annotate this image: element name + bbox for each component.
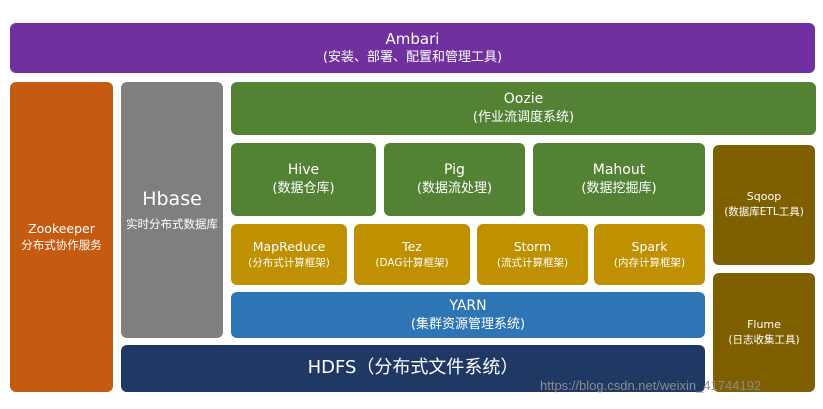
mapreduce-subtitle: (分布式计算框架) — [248, 256, 330, 269]
storm-block: Storm (流式计算框架) — [477, 224, 588, 285]
storm-title: Storm — [513, 238, 552, 254]
mapreduce-block: MapReduce (分布式计算框架) — [231, 224, 347, 285]
hbase-title: Hbase — [142, 188, 202, 211]
hdfs-block: HDFS（分布式文件系统） — [121, 345, 705, 392]
spark-block: Spark (内存计算框架) — [594, 224, 705, 285]
pig-title: Pig — [444, 162, 465, 179]
hive-block: Hive (数据仓库) — [231, 143, 376, 216]
tez-subtitle: (DAG计算框架) — [375, 256, 449, 269]
yarn-title: YARN — [449, 297, 487, 314]
tez-block: Tez (DAG计算框架) — [354, 224, 470, 285]
sqoop-title: Sqoop — [746, 190, 782, 204]
zookeeper-title: Zookeeper — [28, 220, 95, 236]
flume-subtitle: (日志收集工具) — [728, 333, 800, 346]
mapreduce-title: MapReduce — [252, 238, 326, 254]
storm-subtitle: (流式计算框架) — [496, 256, 569, 269]
mahout-subtitle: (数据挖掘库) — [581, 181, 657, 197]
hbase-block: Hbase 实时分布式数据库 — [121, 82, 223, 338]
tez-title: Tez — [402, 238, 422, 254]
ambari-title: Ambari — [385, 30, 440, 49]
oozie-subtitle: (作业流调度系统) — [472, 110, 575, 126]
sqoop-subtitle: (数据库ETL工具) — [724, 206, 804, 219]
spark-title: Spark — [631, 238, 668, 254]
yarn-subtitle: (集群资源管理系统) — [410, 316, 526, 332]
zookeeper-block: Zookeeper 分布式协作服务 — [10, 82, 113, 392]
oozie-title: Oozie — [503, 91, 544, 108]
pig-block: Pig (数据流处理) — [384, 143, 525, 216]
hbase-subtitle: 实时分布式数据库 — [126, 217, 218, 232]
ambari-block: Ambari (安装、部署、配置和管理工具) — [10, 23, 815, 73]
sqoop-block: Sqoop (数据库ETL工具) — [713, 145, 815, 265]
watermark-text: https://blog.csdn.net/weixin_41744192 — [540, 378, 762, 393]
hive-subtitle: (数据仓库) — [272, 181, 335, 197]
ambari-subtitle: (安装、部署、配置和管理工具) — [322, 50, 503, 66]
oozie-block: Oozie (作业流调度系统) — [231, 82, 816, 135]
mahout-block: Mahout (数据挖掘库) — [533, 143, 705, 216]
flume-title: Flume — [747, 317, 781, 331]
mahout-title: Mahout — [592, 162, 646, 179]
yarn-block: YARN (集群资源管理系统) — [231, 292, 705, 338]
hive-title: Hive — [287, 162, 320, 179]
zookeeper-subtitle: 分布式协作服务 — [21, 237, 102, 252]
flume-block: Flume (日志收集工具) — [713, 273, 815, 392]
hdfs-title: HDFS（分布式文件系统） — [307, 357, 519, 379]
pig-subtitle: (数据流处理) — [416, 181, 493, 197]
spark-subtitle: (内存计算框架) — [613, 256, 686, 269]
